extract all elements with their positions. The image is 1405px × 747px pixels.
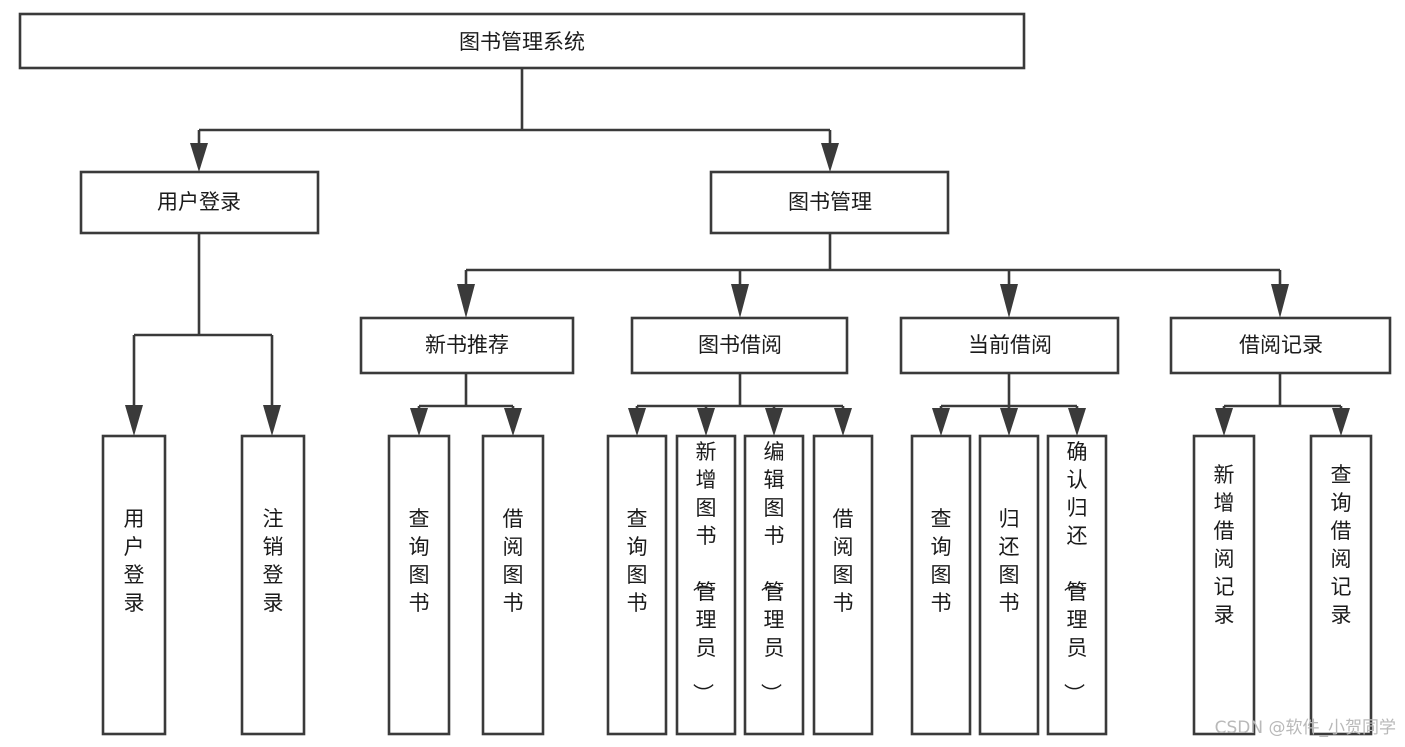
node-current-borrow[interactable]: 当前借阅 (899, 316, 1120, 375)
node-leaf-user-login-label: 用户登录 (124, 507, 145, 615)
node-new-book-recommend-label: 新书推荐 (425, 333, 509, 357)
arrowhead-leaf-add-record (1215, 408, 1233, 436)
node-leaf-borrow-book-2[interactable]: 借阅图书 (812, 434, 874, 736)
node-leaf-query-record-box[interactable] (1309, 434, 1373, 736)
node-new-book-recommend-box[interactable] (359, 316, 575, 375)
node-leaf-borrow-book-2-label: 借阅图书 (833, 507, 854, 615)
node-leaf-edit-book-box[interactable] (743, 434, 805, 736)
node-book-manage-label: 图书管理 (788, 190, 872, 214)
node-leaf-logout-login-label: 注销登录 (263, 507, 284, 615)
node-leaf-borrow-book-2-box[interactable] (812, 434, 874, 736)
node-leaf-return-book-label: 归还图书 (999, 507, 1020, 615)
arrowhead-leaf-add-book (697, 408, 715, 436)
node-leaf-user-login[interactable]: 用户登录 (101, 434, 167, 736)
node-book-borrow-box[interactable] (630, 316, 849, 375)
connector-group-new-book-recommend (410, 373, 522, 436)
node-leaf-add-book-label: 新增图书（管理员） (691, 440, 717, 704)
node-root-box[interactable] (18, 12, 1026, 70)
arrowhead-book-borrow (731, 284, 749, 318)
node-leaf-query-book-3[interactable]: 查询图书 (910, 434, 972, 736)
node-leaf-query-book-2-label: 查询图书 (627, 507, 648, 615)
node-leaf-add-record[interactable]: 新增借阅记录 (1192, 434, 1256, 736)
arrowhead-leaf-borrow-book-1 (504, 408, 522, 436)
node-leaf-query-book-1-box[interactable] (387, 434, 451, 736)
node-leaf-query-record-label: 查询借阅记录 (1331, 463, 1352, 627)
node-leaf-query-record[interactable]: 查询借阅记录 (1309, 434, 1373, 736)
arrowhead-leaf-user-login (125, 405, 143, 436)
node-leaf-query-book-3-box[interactable] (910, 434, 972, 736)
node-user-login[interactable]: 用户登录 (79, 170, 320, 235)
node-borrow-record-label: 借阅记录 (1239, 333, 1323, 357)
node-leaf-return-book[interactable]: 归还图书 (978, 434, 1040, 736)
node-leaf-confirm-return-box[interactable] (1046, 434, 1108, 736)
node-leaf-query-book-1-label: 查询图书 (409, 507, 430, 615)
connector-group-user-login (125, 233, 281, 436)
node-borrow-record-box[interactable] (1169, 316, 1392, 375)
arrowhead-leaf-query-record (1332, 408, 1350, 436)
arrowhead-leaf-confirm-return (1068, 408, 1086, 436)
node-leaf-query-book-2-box[interactable] (606, 434, 668, 736)
connector-group-current-borrow (932, 373, 1086, 436)
node-root[interactable]: 图书管理系统 (18, 12, 1026, 70)
arrowhead-leaf-borrow-book-2 (834, 408, 852, 436)
node-book-borrow-label: 图书借阅 (698, 333, 782, 357)
node-leaf-add-book[interactable]: 新增图书（管理员） (675, 434, 737, 736)
arrowhead-current-borrow (1000, 284, 1018, 318)
node-leaf-add-book-box[interactable] (675, 434, 737, 736)
node-leaf-query-book-3-label: 查询图书 (931, 507, 952, 615)
node-leaf-confirm-return-label: 确认归还（管理员） (1062, 440, 1088, 704)
node-leaf-borrow-book-1-label: 借阅图书 (503, 507, 524, 615)
arrowhead-leaf-query-book-1 (410, 408, 428, 436)
node-user-login-box[interactable] (79, 170, 320, 235)
node-root-label: 图书管理系统 (459, 30, 585, 54)
csdn-watermark: CSDN @软件_小贺同学 (1215, 718, 1396, 738)
arrowhead-leaf-edit-book (765, 408, 783, 436)
connector-group-book-manage (457, 233, 1289, 318)
node-leaf-query-book-2[interactable]: 查询图书 (606, 434, 668, 736)
connector-group-book-borrow (628, 373, 852, 436)
node-current-borrow-box[interactable] (899, 316, 1120, 375)
node-leaf-return-book-box[interactable] (978, 434, 1040, 736)
node-book-manage-box[interactable] (709, 170, 950, 235)
node-leaf-user-login-box[interactable] (101, 434, 167, 736)
connector-group-root (190, 68, 839, 172)
arrowhead-leaf-query-book-3 (932, 408, 950, 436)
node-user-login-label: 用户登录 (157, 190, 241, 214)
node-current-borrow-label: 当前借阅 (968, 333, 1052, 357)
arrowhead-book-manage (821, 143, 839, 172)
node-leaf-logout-login-box[interactable] (240, 434, 306, 736)
node-leaf-query-book-1[interactable]: 查询图书 (387, 434, 451, 736)
node-book-borrow[interactable]: 图书借阅 (630, 316, 849, 375)
node-leaf-confirm-return[interactable]: 确认归还（管理员） (1046, 434, 1108, 736)
node-leaf-borrow-book-1[interactable]: 借阅图书 (481, 434, 545, 736)
arrowhead-new-book-recommend (457, 284, 475, 318)
node-leaf-edit-book[interactable]: 编辑图书（管理员） (743, 434, 805, 736)
node-leaf-borrow-book-1-box[interactable] (481, 434, 545, 736)
arrowhead-borrow-record (1271, 284, 1289, 318)
node-leaf-add-record-box[interactable] (1192, 434, 1256, 736)
node-book-manage[interactable]: 图书管理 (709, 170, 950, 235)
arrowhead-user-login (190, 143, 208, 172)
connector-group-borrow-record (1215, 373, 1350, 436)
arrowhead-leaf-query-book-2 (628, 408, 646, 436)
node-borrow-record[interactable]: 借阅记录 (1169, 316, 1392, 375)
node-leaf-logout-login[interactable]: 注销登录 (240, 434, 306, 736)
arrowhead-leaf-logout-login (263, 405, 281, 436)
node-leaf-edit-book-label: 编辑图书（管理员） (759, 440, 785, 704)
node-new-book-recommend[interactable]: 新书推荐 (359, 316, 575, 375)
arrowhead-leaf-return-book (1000, 408, 1018, 436)
node-leaf-add-record-label: 新增借阅记录 (1214, 463, 1235, 627)
